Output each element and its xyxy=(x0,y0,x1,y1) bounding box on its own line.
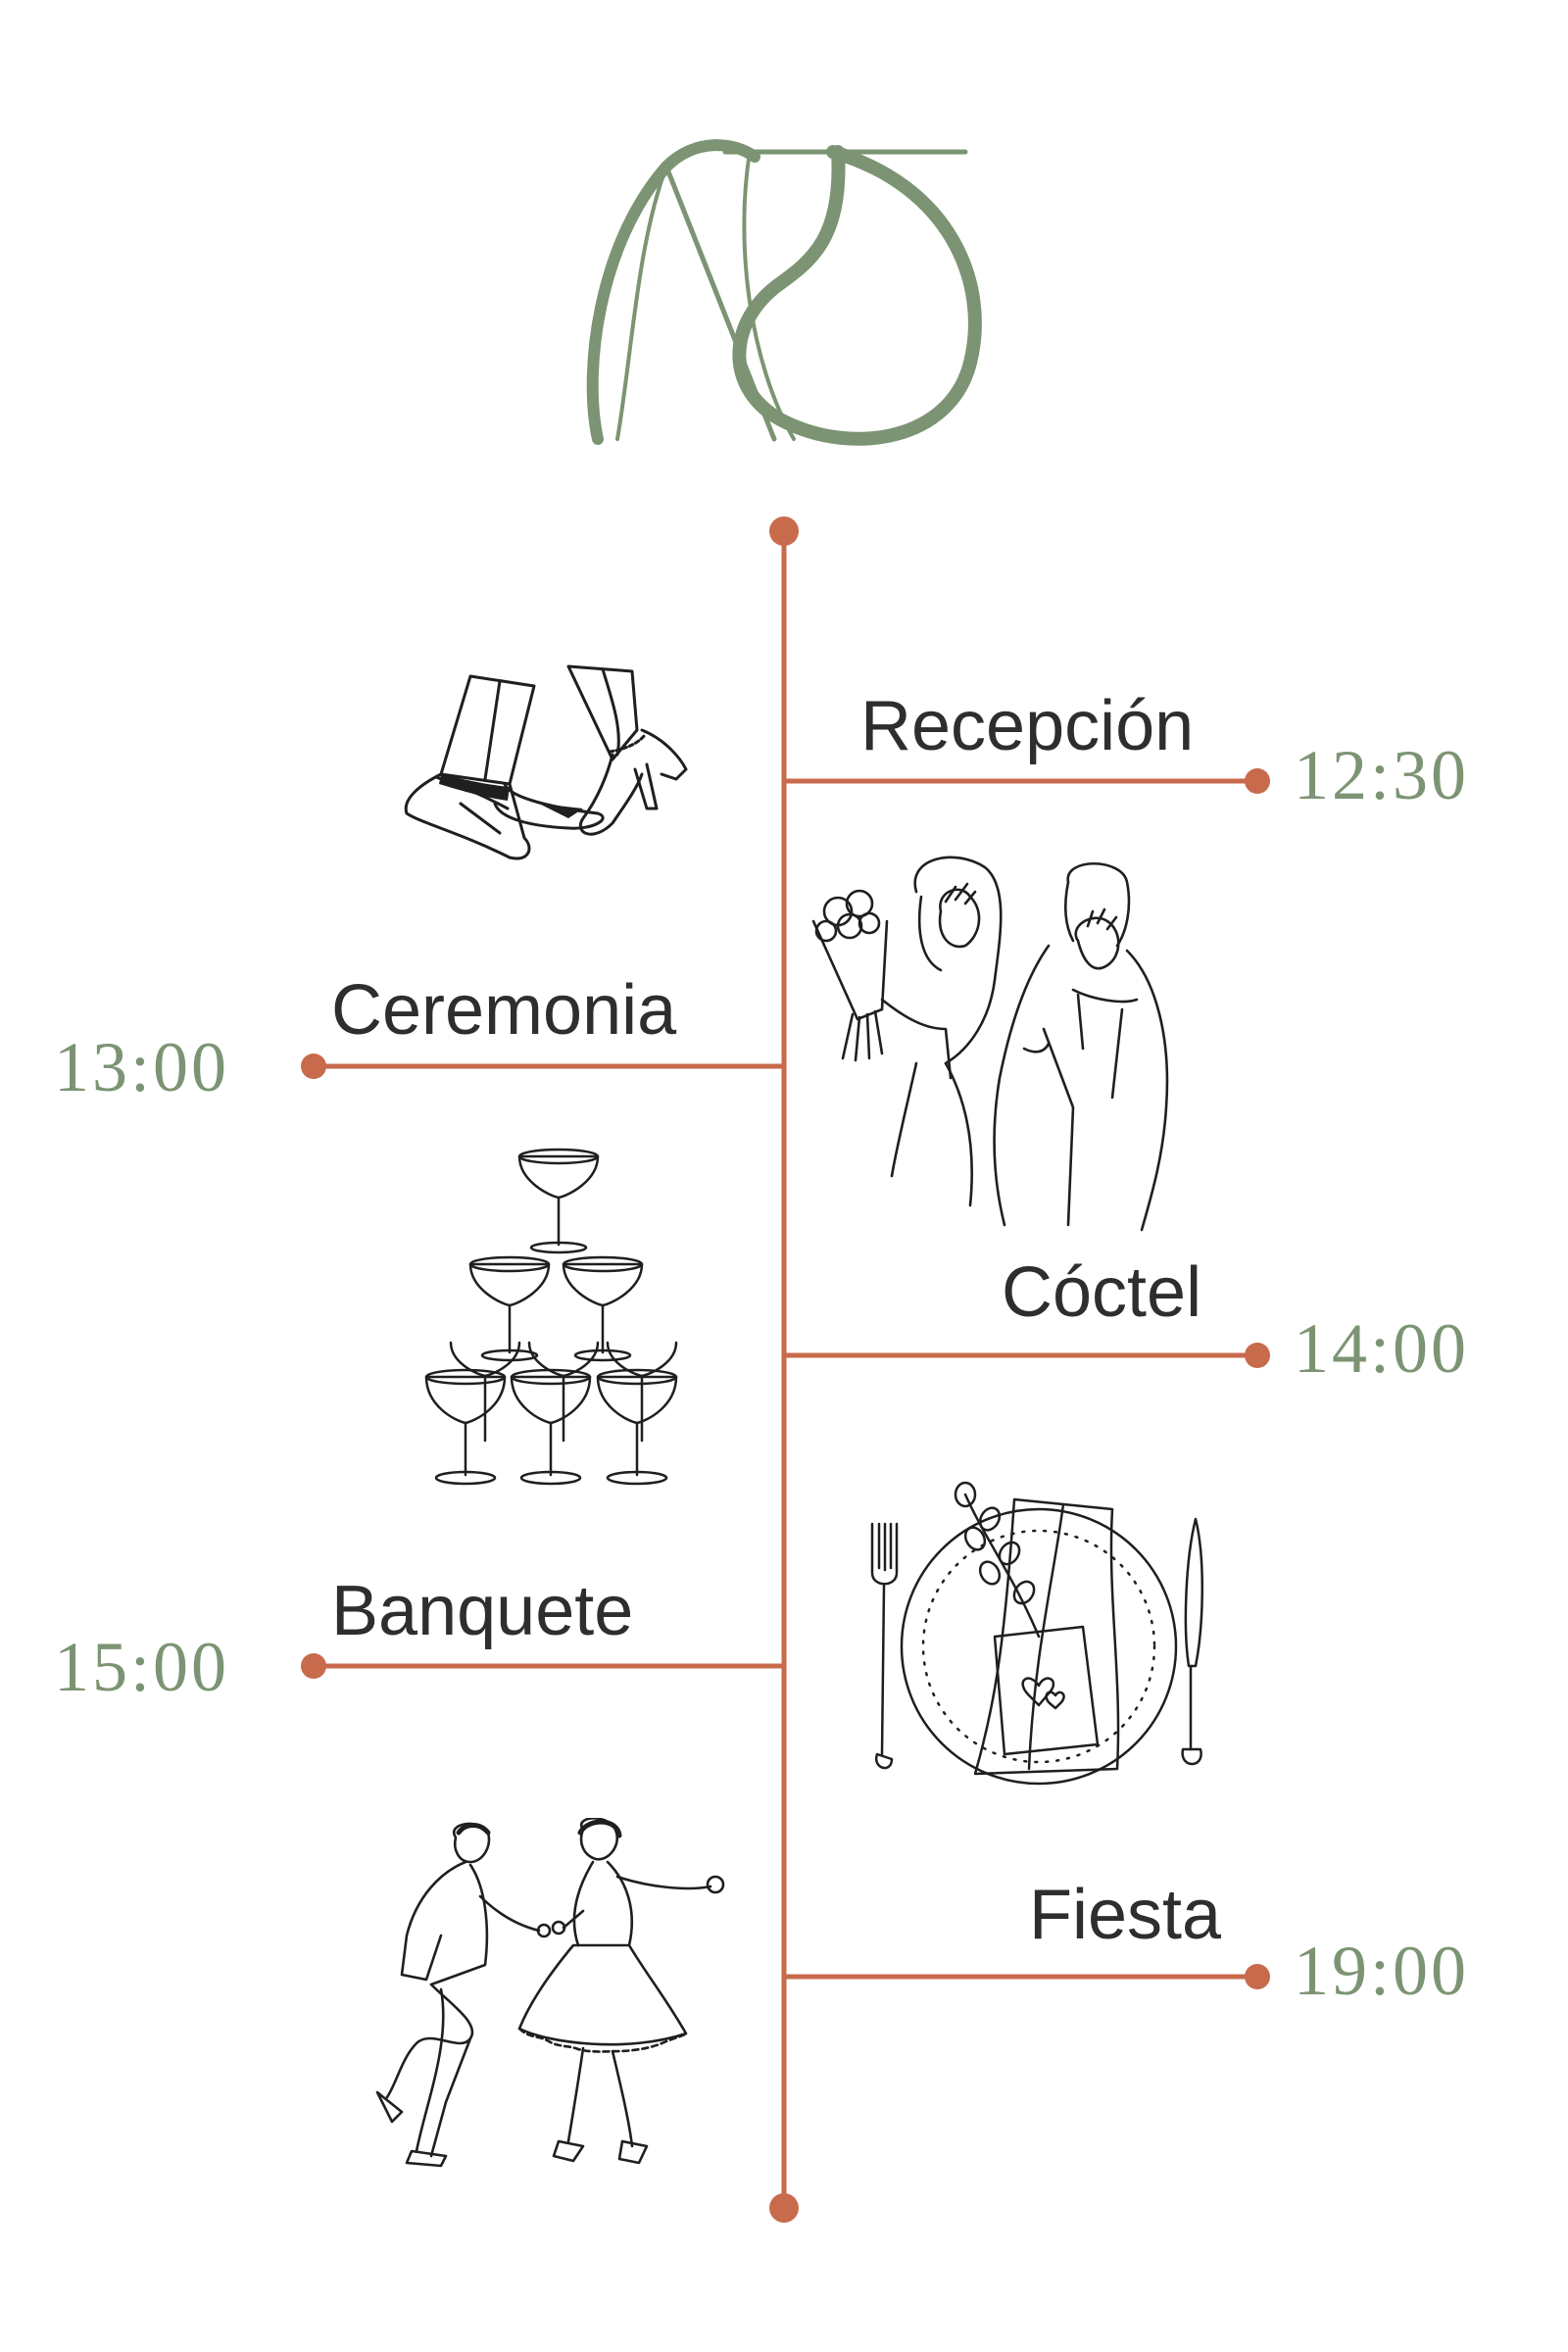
dancing-feet-illustration xyxy=(402,662,715,887)
couple-svg xyxy=(799,853,1210,1235)
champagne-tower-svg xyxy=(421,1147,686,1494)
event-label-recepcion: Recepción xyxy=(860,691,1194,761)
place-setting-svg xyxy=(867,1480,1220,1788)
dot-recepcion xyxy=(1245,768,1270,794)
event-time-recepcion: 12:30 xyxy=(1294,740,1469,810)
timeline-start-dot xyxy=(769,516,799,546)
place-setting-illustration xyxy=(867,1480,1220,1788)
event-label-coctel: Cóctel xyxy=(1002,1257,1201,1328)
event-label-fiesta: Fiesta xyxy=(1029,1880,1221,1950)
event-time-banquete: 15:00 xyxy=(54,1632,229,1702)
couple-with-bouquet-illustration xyxy=(799,853,1210,1235)
dot-banquete xyxy=(301,1653,326,1679)
champagne-tower-illustration xyxy=(421,1147,686,1494)
event-time-fiesta: 19:00 xyxy=(1294,1936,1469,2006)
dot-ceremonia xyxy=(301,1054,326,1079)
event-time-coctel: 14:00 xyxy=(1294,1313,1469,1384)
timeline-end-dot xyxy=(769,2193,799,2223)
dot-coctel xyxy=(1245,1343,1270,1368)
dancing-feet-svg xyxy=(402,662,715,887)
event-label-ceremonia: Ceremonia xyxy=(331,975,676,1046)
dancing-couple-illustration xyxy=(372,1818,735,2180)
dot-fiesta xyxy=(1245,1964,1270,1989)
dancing-couple-svg xyxy=(372,1818,735,2180)
event-time-ceremonia: 13:00 xyxy=(54,1032,229,1102)
event-label-banquete: Banquete xyxy=(331,1576,633,1646)
